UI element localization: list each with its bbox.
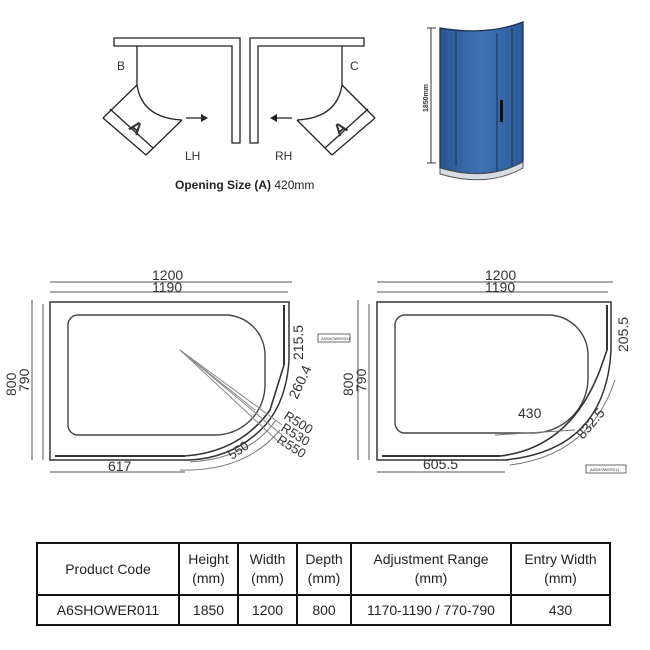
rh-diagram (249, 37, 376, 156)
rh-arrow (270, 114, 292, 122)
right-bottom-width: 605.5 (423, 456, 458, 472)
left-width-outer: 1200 (152, 267, 183, 283)
left-curve-offset: 260.4 (285, 363, 314, 402)
left-product-tag: A6SHOWER011 (317, 333, 351, 343)
opening-diagrams: B A LH C A RH 1850mm (102, 21, 524, 181)
left-width-inner: 1190 (152, 279, 182, 295)
left-depth-outer: 800 (3, 372, 19, 396)
left-right-top: 215.5 (290, 325, 306, 360)
header-adjustment-range: Adjustment Range (mm) (350, 542, 512, 596)
right-product-tag: A6SHOWER011 (585, 464, 627, 474)
cell-adjustment-range: 1170-1190 / 770-790 (350, 594, 512, 626)
right-entry-width: 430 (518, 405, 542, 421)
svg-text:A6SHOWER011: A6SHOWER011 (321, 336, 351, 341)
lh-diagram (102, 37, 241, 156)
label-a-left: A (125, 117, 146, 140)
right-right-top: 205.5 (615, 317, 631, 352)
svg-text:A6SHOWER011: A6SHOWER011 (590, 467, 620, 472)
header-depth: Depth (mm) (296, 542, 352, 596)
cell-height: 1850 (178, 594, 239, 626)
cell-width: 1200 (237, 594, 298, 626)
label-c: C (350, 59, 359, 73)
header-height: Height (mm) (178, 542, 239, 596)
spec-data-row: A6SHOWER011 1850 1200 800 1170-1190 / 77… (36, 594, 611, 626)
spec-header-row: Product Code Height (mm) Width (mm) Dept… (36, 542, 611, 596)
opening-label: Opening Size (A) (175, 178, 271, 192)
right-depth-outer: 800 (340, 372, 356, 396)
lh-arrow (186, 114, 208, 122)
header-product-code: Product Code (36, 542, 180, 596)
label-a-right: A (330, 118, 351, 141)
right-plan (357, 281, 616, 473)
right-width-inner: 1190 (485, 279, 515, 295)
cell-depth: 800 (296, 594, 352, 626)
left-plan (31, 281, 292, 473)
right-width-outer: 1200 (485, 267, 516, 283)
left-depth-inner: 790 (16, 368, 32, 392)
label-lh: LH (185, 149, 200, 163)
label-b: B (117, 59, 125, 73)
cell-entry-width: 430 (510, 594, 611, 626)
spec-table: Product Code Height (mm) Width (mm) Dept… (36, 542, 611, 626)
left-bottom-width: 617 (108, 458, 132, 474)
label-rh: RH (275, 149, 292, 163)
opening-value: 420mm (274, 178, 315, 192)
opening-size-caption: Opening Size (A) 420mm (175, 178, 314, 192)
header-width: Width (mm) (237, 542, 298, 596)
cell-product-code: A6SHOWER011 (36, 594, 180, 626)
right-depth-inner: 790 (353, 368, 369, 392)
header-entry-width: Entry Width (mm) (510, 542, 611, 596)
enclosure-render (427, 21, 524, 181)
plan-views: 1200 1190 800 790 617 215.5 260.4 R500 R… (3, 267, 631, 474)
height-label: 1850mm (423, 84, 430, 112)
